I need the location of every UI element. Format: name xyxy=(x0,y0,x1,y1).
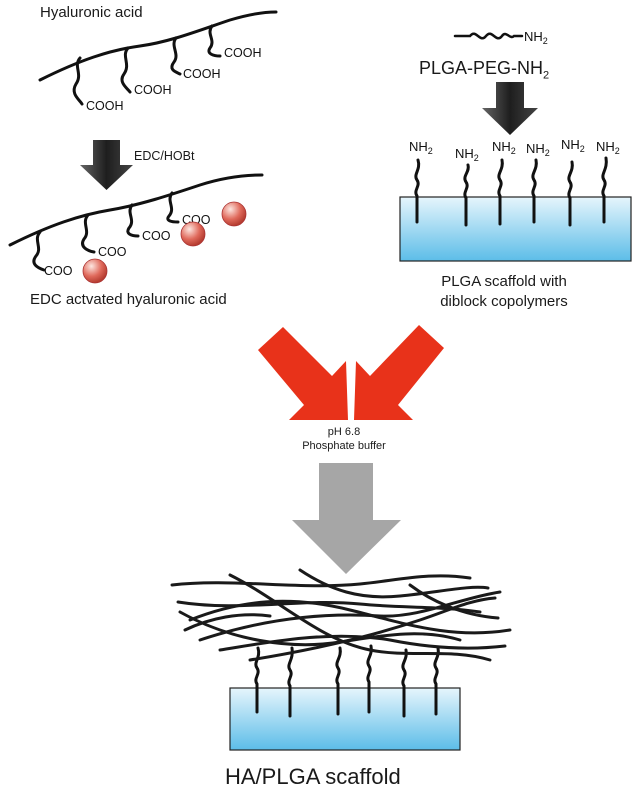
plga-peg-nh-subscript: 2 xyxy=(543,69,550,82)
nh2-group: NH2 xyxy=(409,139,433,156)
final-copolymer-strands xyxy=(254,644,440,718)
nh2-group: NH2 xyxy=(596,139,620,156)
nh-text: NH xyxy=(596,139,615,154)
plga-peg-nh2-label: PLGA-PEG-NH2 xyxy=(419,58,549,82)
scaffold-amine-labels: NH2 NH2 NH2 NH2 NH2 NH2 xyxy=(409,137,620,163)
hyaluronic-acid-chain xyxy=(38,10,278,106)
nh2-group: NH2 xyxy=(526,141,550,158)
scaffold-label-line1: PLGA scaffold with xyxy=(441,273,567,290)
hyaluronic-acid-label: Hyaluronic acid xyxy=(40,4,143,21)
nh-text: NH xyxy=(561,137,580,152)
grafting-arrow xyxy=(482,82,538,135)
nh2-group: NH2 xyxy=(524,29,548,46)
activator-bead xyxy=(180,221,206,247)
activator-bead xyxy=(82,258,108,284)
activation-arrow xyxy=(80,140,133,190)
reaction-conditions: pH 6.8 Phosphate buffer xyxy=(284,425,404,453)
nh-subscript: 2 xyxy=(428,146,433,156)
condition-ph: pH 6.8 xyxy=(327,426,361,438)
plga-peg-nh2-molecule: NH2 xyxy=(453,29,548,46)
nh-subscript: 2 xyxy=(545,148,550,158)
nh-subscript: 2 xyxy=(615,146,620,156)
nh2-group: NH2 xyxy=(561,137,585,154)
nh-text: NH xyxy=(455,146,474,161)
condition-buffer: Phosphate buffer xyxy=(302,440,386,452)
plga-scaffold-slab xyxy=(399,196,632,262)
nh-text: NH xyxy=(524,29,543,44)
nh-subscript: 2 xyxy=(543,36,548,46)
nh-text: NH xyxy=(492,139,511,154)
activator-bead xyxy=(221,201,247,227)
nh2-group: NH2 xyxy=(455,146,479,163)
nh-subscript: 2 xyxy=(474,153,479,163)
coo-group: COO xyxy=(142,229,171,243)
cooh-group: COOH xyxy=(224,46,262,60)
cooh-group: COOH xyxy=(134,83,172,97)
hyaluronic-acid-network xyxy=(170,568,512,662)
plga-peg-nh-text: PLGA-PEG-NH xyxy=(419,58,544,78)
activated-ha-label: EDC actvated hyaluronic acid xyxy=(30,291,227,308)
nh-text: NH xyxy=(409,139,428,154)
nh2-group: NH2 xyxy=(492,139,516,156)
nh-subscript: 2 xyxy=(580,144,585,154)
nh-text: NH xyxy=(526,141,545,156)
right-red-arrow xyxy=(354,325,444,420)
nh-subscript: 2 xyxy=(511,146,516,156)
cooh-group: COOH xyxy=(183,67,221,81)
activated-ha-chain xyxy=(8,173,264,272)
cooh-group: COOH xyxy=(86,99,124,113)
scaffold-label-line2: diblock copolymers xyxy=(440,293,568,310)
conjugation-arrow xyxy=(292,463,401,574)
final-plga-slab xyxy=(229,687,461,751)
coo-group: COO xyxy=(44,264,73,278)
scaffold-label: PLGA scaffold with diblock copolymers xyxy=(416,272,592,312)
reagent-label: EDC/HOBt xyxy=(134,149,195,163)
scaffold-copolymer-strands xyxy=(414,156,608,227)
final-product-label: HA/PLGA scaffold xyxy=(225,764,401,789)
coo-group: COO xyxy=(98,245,127,259)
left-red-arrow xyxy=(258,327,348,420)
